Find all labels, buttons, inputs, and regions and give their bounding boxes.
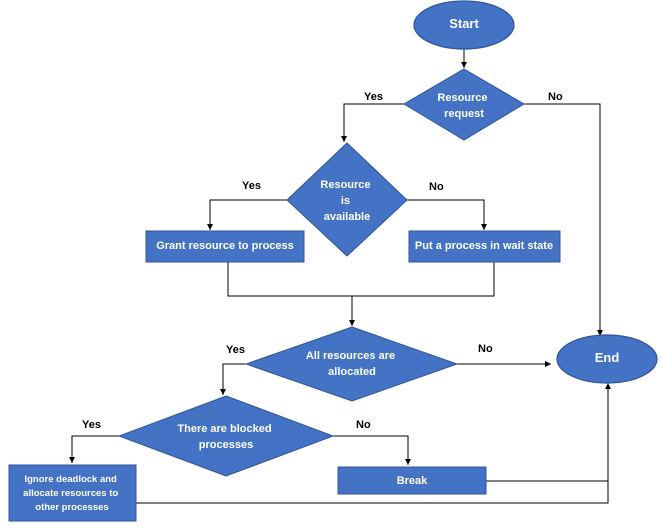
svg-text:Resource request: Resource request	[437, 92, 490, 120]
edge-labels: Yes No Yes No Yes No Yes No	[82, 91, 563, 431]
svg-text:No: No	[548, 91, 563, 103]
blocked-label-line: processes	[199, 439, 253, 451]
edge-label-request-yes: Yes	[364, 91, 383, 103]
resource-available-decision: Resource is available	[286, 142, 408, 257]
end-label: End	[595, 350, 620, 365]
break-process: Break	[337, 466, 487, 495]
connector-wait-down	[352, 262, 495, 297]
svg-text:End: End	[595, 350, 620, 365]
connector-blocked-no	[333, 435, 411, 465]
svg-text:Yes: Yes	[242, 180, 261, 192]
svg-text:No: No	[478, 343, 493, 355]
svg-text:There are blocked proces: There are blocked processes	[177, 423, 274, 451]
resource-available-label-line: available	[324, 211, 370, 223]
svg-text:Ignore deadlock and allo: Ignore deadlock and allocate resources t…	[23, 474, 121, 513]
edge-label-allocated-yes: Yes	[226, 344, 245, 356]
edge-label-blocked-no: No	[356, 419, 371, 431]
grant-resource-process: Grant resource to process	[145, 230, 305, 263]
break-label: Break	[397, 475, 428, 487]
connector-request-no	[524, 103, 603, 336]
resource-request-label-line: Resource	[437, 92, 487, 104]
svg-text:No: No	[356, 419, 371, 431]
connector-available-no	[407, 199, 487, 230]
ignore-deadlock-label-line: other processes	[35, 502, 108, 513]
blocked-processes-decision: There are blocked processes	[117, 395, 335, 477]
connector-blocked-yes	[69, 435, 119, 463]
all-allocated-decision: All resources are allocated	[244, 326, 459, 402]
edge-label-available-no: No	[429, 181, 444, 193]
grant-resource-label: Grant resource to process	[156, 240, 294, 252]
connector-allocated-yes	[220, 363, 246, 395]
edge-label-blocked-yes: Yes	[82, 419, 101, 431]
connector-request-yes	[341, 103, 404, 142]
svg-text:Break: Break	[397, 475, 428, 487]
svg-text:Yes: Yes	[364, 91, 383, 103]
svg-text:Grant resource to process: Grant resource to process	[156, 240, 294, 252]
edge-label-allocated-no: No	[478, 343, 493, 355]
edge-label-request-no: No	[548, 91, 563, 103]
svg-text:Resource is availa: Resource is available	[320, 179, 373, 223]
all-allocated-label-line: allocated	[328, 366, 376, 378]
start-label: Start	[449, 16, 479, 31]
ignore-deadlock-process: Ignore deadlock and allocate resources t…	[8, 464, 137, 522]
wait-state-process: Put a process in wait state	[408, 230, 561, 263]
ignore-deadlock-label-line: allocate resources to	[23, 488, 118, 499]
ignore-deadlock-label-line: Ignore deadlock and	[24, 474, 117, 485]
svg-text:No: No	[429, 181, 444, 193]
edge-label-available-yes: Yes	[242, 180, 261, 192]
resource-available-label-line: Resource	[320, 179, 370, 191]
svg-text:Yes: Yes	[226, 344, 245, 356]
svg-text:All resources are alloca: All resources are allocated	[306, 350, 398, 378]
resource-request-decision: Resource request	[403, 68, 525, 141]
resource-request-label-line: request	[444, 108, 484, 120]
end-node: End	[556, 334, 658, 384]
svg-text:Start: Start	[449, 16, 479, 31]
all-allocated-label-line: All resources are	[306, 350, 395, 362]
svg-text:Yes: Yes	[82, 419, 101, 431]
blocked-label-line: There are blocked	[177, 423, 271, 435]
svg-text:Put a process in wait state: Put a process in wait state	[415, 240, 553, 252]
connector-ignore-to-end	[136, 481, 609, 504]
connector-available-yes	[207, 199, 287, 230]
wait-state-label: Put a process in wait state	[415, 240, 553, 252]
resource-available-label-line: is	[341, 195, 350, 207]
connectors	[69, 49, 611, 504]
connector-break-to-end	[486, 383, 611, 482]
start-node: Start	[413, 0, 515, 50]
connector-grant-down	[227, 262, 352, 297]
